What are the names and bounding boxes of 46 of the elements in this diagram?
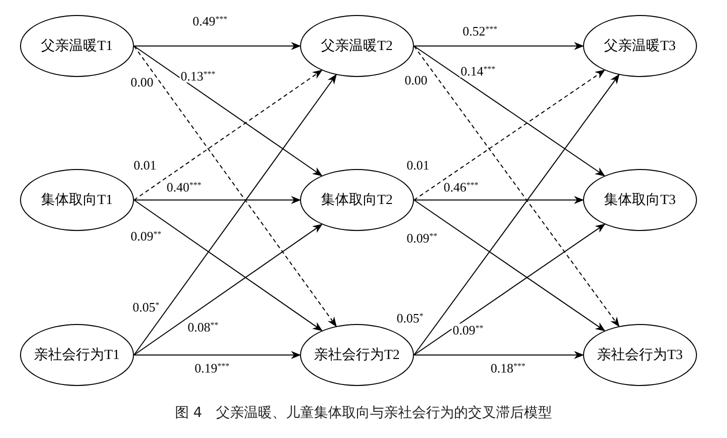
- path-coefficient: 0.01: [132, 158, 158, 172]
- path-coefficient: 0.00: [404, 74, 428, 86]
- node-label: 亲社会行为T2: [314, 346, 400, 364]
- path-coefficient: 0.49$^{***}$: [192, 14, 228, 28]
- arrow: [134, 196, 301, 204]
- arrow: [414, 200, 606, 332]
- path-coefficient: 0.14$^{***}$: [460, 64, 496, 78]
- node-label: 父亲温暖T3: [604, 37, 676, 56]
- path-coefficient: 0.19$^{***}$: [194, 362, 230, 374]
- arrow: [414, 42, 584, 50]
- path-coefficient: 0.01: [406, 158, 430, 172]
- path-coefficient: 0.13$^{***}$: [180, 70, 216, 82]
- node-label: 集体取向T3: [604, 192, 676, 210]
- path-coefficient: 0.18$^{***}$: [490, 362, 526, 374]
- arrow: [134, 42, 301, 50]
- arrow: [134, 46, 337, 327]
- node-label: 亲社会行为T3: [597, 346, 683, 364]
- path-coefficient: 0.09$^{**}$: [406, 232, 438, 244]
- path-coefficient: 0.09$^{**}$: [130, 230, 162, 242]
- arrow: [414, 224, 606, 356]
- arrow: [134, 46, 323, 176]
- path-coefficient: 0.40$^{***}$: [166, 180, 202, 194]
- node-label: 集体取向T1: [41, 192, 113, 210]
- arrow: [414, 196, 584, 204]
- arrow: [134, 224, 323, 356]
- path-coefficient: 0.00: [130, 76, 154, 88]
- path-coefficient: 0.08$^{**}$: [186, 320, 220, 334]
- arrow: [134, 351, 301, 359]
- arrow: [134, 200, 323, 332]
- node-label: 亲社会行为T1: [34, 346, 120, 364]
- arrow: [414, 70, 606, 200]
- arrow: [134, 74, 337, 356]
- path-coefficient: 0.05$^{*}$: [396, 312, 424, 324]
- path-coefficient: 0.05$^{*}$: [132, 300, 160, 314]
- arrow: [414, 46, 606, 176]
- path-coefficient: 0.46$^{***}$: [442, 180, 480, 194]
- arrow: [134, 70, 323, 200]
- node-label: 集体取向T2: [321, 192, 393, 210]
- figure-caption: 图 4 父亲温暖、儿童集体取向与亲社会行为的交叉滞后模型: [174, 404, 554, 423]
- path-coefficient: 0.52$^{***}$: [462, 24, 498, 38]
- path-coefficient: 0.09$^{**}$: [452, 324, 484, 336]
- arrow: [414, 351, 584, 359]
- node-label: 父亲温暖T1: [41, 37, 113, 56]
- arrow: [414, 46, 620, 327]
- arrow: [414, 74, 620, 356]
- node-label: 父亲温暖T2: [321, 37, 393, 56]
